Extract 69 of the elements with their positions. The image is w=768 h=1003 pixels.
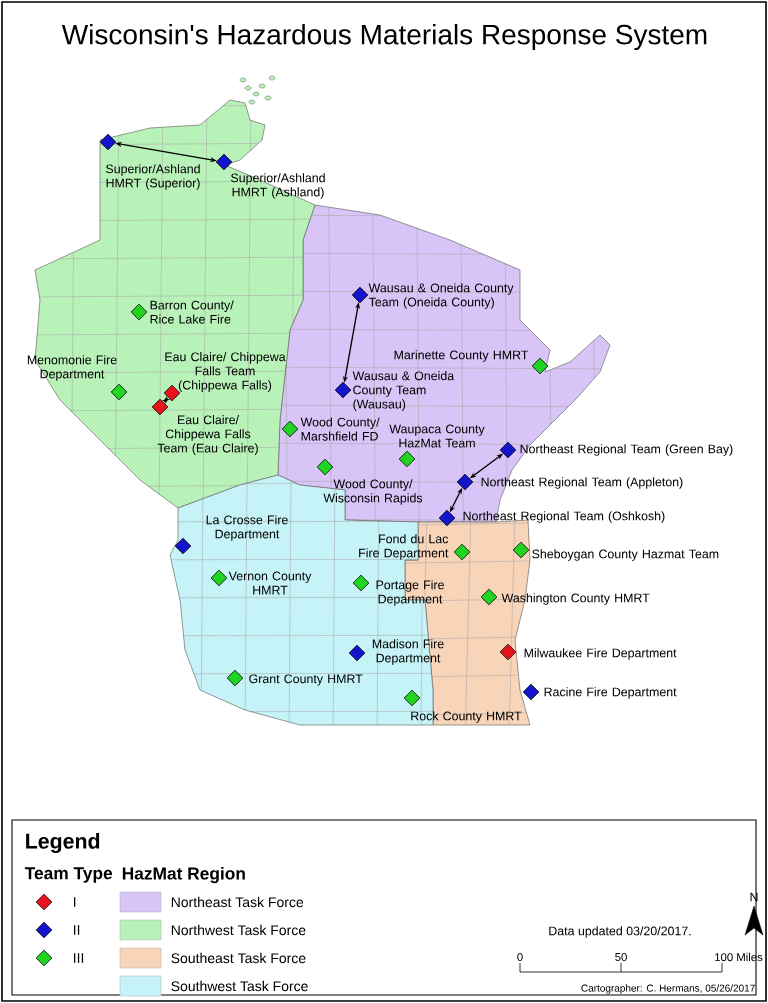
scale-label: 100 Miles [715,952,763,962]
team-label: Milwaukee Fire Department [524,648,677,660]
team-label: Vernon County HMRT [228,571,312,595]
legend-text: III [74,953,84,963]
legend-heading: Team Type [24,867,113,883]
team-marker [512,541,530,559]
team-label: La Crosse Fire Department [206,515,288,541]
team-label: Sheboygan County Hazmat Team [532,549,719,561]
team-marker [403,689,421,707]
title: Wisconsin's Hazardous Materials Response System [61,23,707,51]
team-label: Portage Fire Department [376,580,444,606]
team-label: Wausau & Oneida County Team (Oneida County) [368,283,514,309]
team-label: Superior/Ashland HMRT (Superior) [106,164,200,190]
team-marker [130,303,148,321]
team-marker [499,441,517,459]
legend-text: Northwest Task Force [171,924,306,936]
team-label: Barron County/ Rice Lake Fire [150,300,234,324]
legend-text: I [74,897,76,907]
legend-text: Southeast Task Force [171,952,306,964]
team-marker [348,644,366,662]
team-marker [99,133,117,151]
team-marker [522,683,540,701]
team-label: Madison Fire Department [372,639,444,665]
legend-heading: HazMat Region [122,866,245,884]
team-marker [480,588,498,606]
team-label: Wood County/ Wisconsin Rapids [323,479,423,505]
team-label: Superior/Ashland HMRT (Ashland) [231,173,325,199]
team-marker [163,384,181,402]
team-label: Eau Claire/ Chippewa Falls Team (Chippewa Falls) [165,352,286,392]
legend-text: II [74,925,80,935]
team-marker [398,450,416,468]
team-marker [334,381,352,399]
team-label: Northeast Regional Team (Green Bay) [520,444,733,456]
team-label: Waupaca County HazMat Team [389,424,485,448]
team-marker [499,643,517,661]
team-marker [281,420,299,438]
team-label: Marinette County HMRT [394,350,529,362]
team-marker [351,286,369,304]
team-marker [316,458,334,476]
team-marker [110,383,128,401]
team-marker [531,357,549,375]
team-label: Menomonie Fire Department [27,355,117,381]
data-note: Data updated 03/20/2017. [549,926,691,938]
team-label: Washington County HMRT [501,593,650,605]
team-label: Rock County HMRT [411,711,522,723]
team-marker [438,509,456,527]
team-label: Eau Claire/ Chippewa Falls Team (Eau Claire) [157,415,258,455]
team-marker [226,669,244,687]
team-marker [174,537,192,555]
north-label: N [750,892,758,902]
team-marker [210,569,228,587]
scale-label: 50 [615,953,627,961]
credit-note: Cartographer: C. Hermans, 05/26/2017 [581,984,755,994]
team-label: Fond du Lac Fire Department [359,534,449,560]
team-label: Northeast Regional Team (Appleton) [481,477,683,489]
team-marker [151,398,169,416]
team-label: Wausau & Oneida County Team (Wausau) [352,371,455,411]
team-label: Racine Fire Department [544,687,677,699]
team-label: Grant County HMRT [249,674,363,686]
legend-text: Northeast Task Force [171,896,304,908]
team-marker [352,574,370,592]
team-marker [453,543,471,561]
team-label: Northeast Regional Team (Oshkosh) [463,511,665,523]
team-marker [215,153,233,171]
team-label: Wood County/ Marshfield FD [300,417,380,441]
legend-text: Southwest Task Force [171,980,308,992]
scale-label: 0 [517,953,523,961]
team-marker [456,473,474,491]
legend-title: Legend [26,833,100,853]
